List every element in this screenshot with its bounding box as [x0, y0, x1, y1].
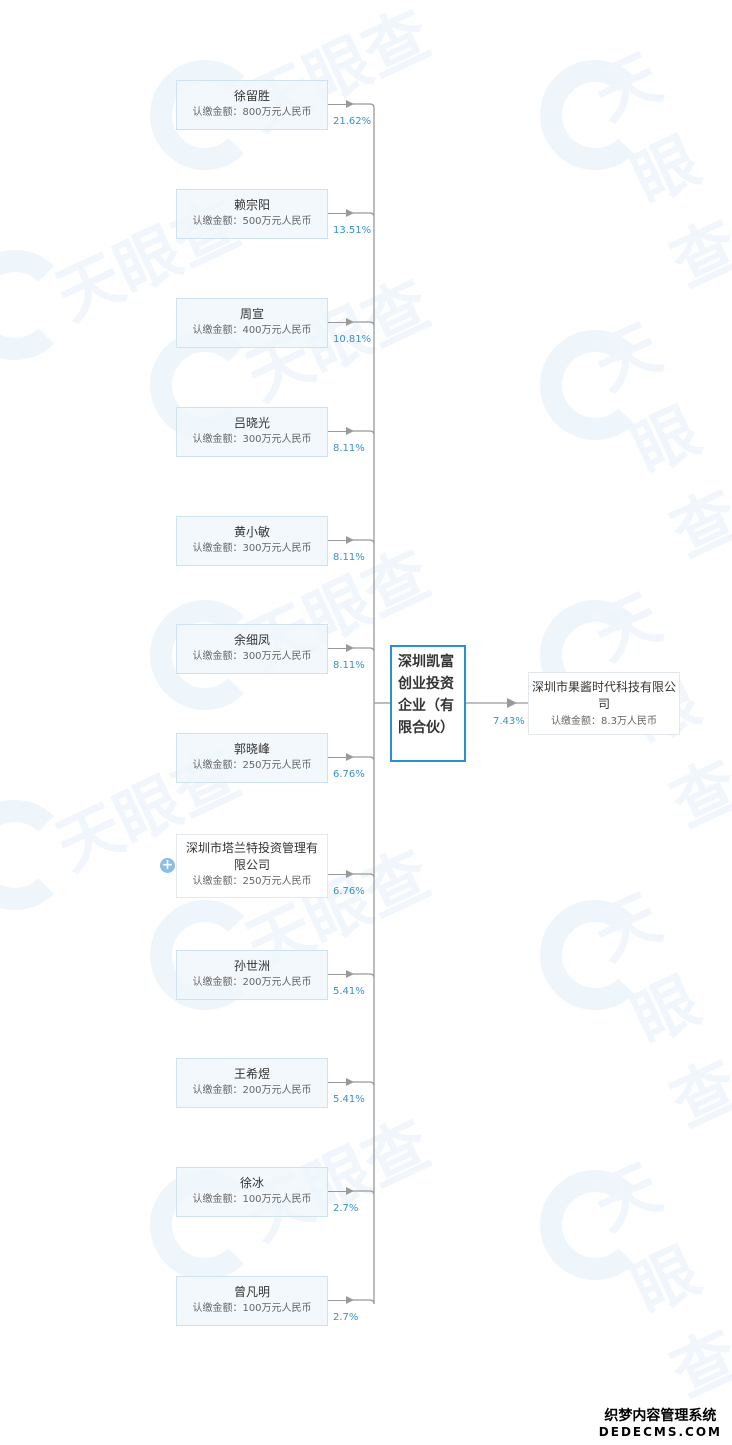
shareholder-node[interactable]: 徐冰认缴金额：100万元人民币: [176, 1167, 328, 1217]
arrow-right-icon: [328, 644, 354, 652]
shareholder-amount: 认缴金额：300万元人民币: [192, 543, 312, 554]
shareholder-percent: 5.41%: [333, 986, 365, 997]
arrow-right-icon: [328, 427, 354, 435]
shareholder-percent: 6.76%: [333, 769, 365, 780]
shareholder-node[interactable]: 吕晓光认缴金额：300万元人民币: [176, 407, 328, 457]
shareholder-node[interactable]: 孙世洲认缴金额：200万元人民币: [176, 950, 328, 1000]
shareholder-name: 王希煜: [233, 1067, 270, 1081]
arrow-right-icon: [328, 209, 354, 217]
shareholder-name: 徐留胜: [233, 89, 270, 103]
arrow-right-icon: [328, 1187, 354, 1195]
shareholder-name: 徐冰: [239, 1176, 264, 1190]
shareholder-amount: 认缴金额：400万元人民币: [192, 325, 312, 336]
shareholder-node[interactable]: 郭晓峰认缴金额：250万元人民币: [176, 733, 328, 783]
investment-amount: 认缴金额：8.3万人民币: [551, 716, 657, 727]
shareholder-amount: 认缴金额：200万元人民币: [192, 977, 312, 988]
shareholder-name: 赖宗阳: [233, 198, 270, 212]
shareholder-node[interactable]: 黄小敏认缴金额：300万元人民币: [176, 516, 328, 566]
shareholder-amount: 认缴金额：100万元人民币: [192, 1194, 312, 1205]
arrow-right-icon: [328, 318, 354, 326]
shareholder-name: 黄小敏: [233, 525, 270, 539]
shareholder-node[interactable]: 余细凤认缴金额：300万元人民币: [176, 624, 328, 674]
shareholder-percent: 8.11%: [333, 443, 365, 454]
arrow-right-icon: [328, 1078, 354, 1086]
shareholder-node[interactable]: 周宣认缴金额：400万元人民币: [176, 298, 328, 348]
arrow-right-icon: [328, 970, 354, 978]
arrow-right-icon: [328, 100, 354, 108]
shareholder-percent: 8.11%: [333, 660, 365, 671]
shareholder-name: 吕晓光: [233, 416, 270, 430]
center-company-node[interactable]: 深圳凯富创业投资企业（有限合伙）: [390, 645, 466, 762]
shareholder-node[interactable]: 深圳市塔兰特投资管理有限公司认缴金额：250万元人民币: [176, 834, 328, 898]
arrow-right-icon: [328, 1296, 354, 1304]
shareholder-amount: 认缴金额：500万元人民币: [192, 216, 312, 227]
investment-name: 深圳市果酱时代科技有限公司: [531, 680, 676, 711]
shareholder-amount: 认缴金额：300万元人民币: [192, 434, 312, 445]
arrow-right-icon: [328, 870, 354, 878]
shareholder-node[interactable]: 徐留胜认缴金额：800万元人民币: [176, 80, 328, 130]
shareholder-percent: 5.41%: [333, 1094, 365, 1105]
shareholder-name: 余细凤: [233, 633, 270, 647]
arrow-right-icon: [328, 536, 354, 544]
shareholder-name: 孙世洲: [233, 959, 270, 973]
shareholder-name: 郭晓峰: [233, 742, 270, 756]
shareholder-node[interactable]: 赖宗阳认缴金额：500万元人民币: [176, 189, 328, 239]
shareholder-percent: 2.7%: [333, 1203, 359, 1214]
site-logo: 织梦内容管理系统 DEDECMS.COM: [599, 1405, 722, 1439]
shareholder-amount: 认缴金额：100万元人民币: [192, 1303, 312, 1314]
logo-line1: 织梦内容管理系统: [604, 1408, 717, 1424]
investment-arrow-icon: [507, 698, 517, 708]
vertical-trunk-line: [350, 103, 375, 1305]
shareholder-amount: 认缴金额：250万元人民币: [192, 760, 312, 771]
shareholder-name: 周宣: [239, 307, 264, 321]
shareholder-amount: 认缴金额：800万元人民币: [192, 107, 312, 118]
expand-plus-icon[interactable]: +: [160, 857, 175, 873]
shareholder-percent: 13.51%: [333, 225, 372, 236]
shareholder-percent: 21.62%: [333, 116, 372, 127]
shareholder-amount: 认缴金额：300万元人民币: [192, 651, 312, 662]
shareholder-node[interactable]: 王希煜认缴金额：200万元人民币: [176, 1058, 328, 1108]
arrow-right-icon: [328, 753, 354, 761]
logo-line2: DEDECMS.COM: [598, 1425, 722, 1439]
shareholder-percent: 2.7%: [333, 1312, 359, 1323]
shareholder-name: 曾凡明: [233, 1285, 270, 1299]
shareholder-percent: 10.81%: [333, 334, 372, 345]
shareholder-amount: 认缴金额：250万元人民币: [192, 876, 312, 887]
investment-node[interactable]: 深圳市果酱时代科技有限公司 认缴金额：8.3万人民币: [528, 672, 680, 735]
shareholder-percent: 6.76%: [333, 886, 365, 897]
shareholder-percent: 8.11%: [333, 552, 365, 563]
shareholder-name: 深圳市塔兰特投资管理有限公司: [185, 841, 318, 872]
investment-percent: 7.43%: [493, 716, 525, 727]
center-company-name: 深圳凯富创业投资企业（有限合伙）: [398, 654, 454, 736]
shareholder-amount: 认缴金额：200万元人民币: [192, 1085, 312, 1096]
shareholder-node[interactable]: 曾凡明认缴金额：100万元人民币: [176, 1276, 328, 1326]
